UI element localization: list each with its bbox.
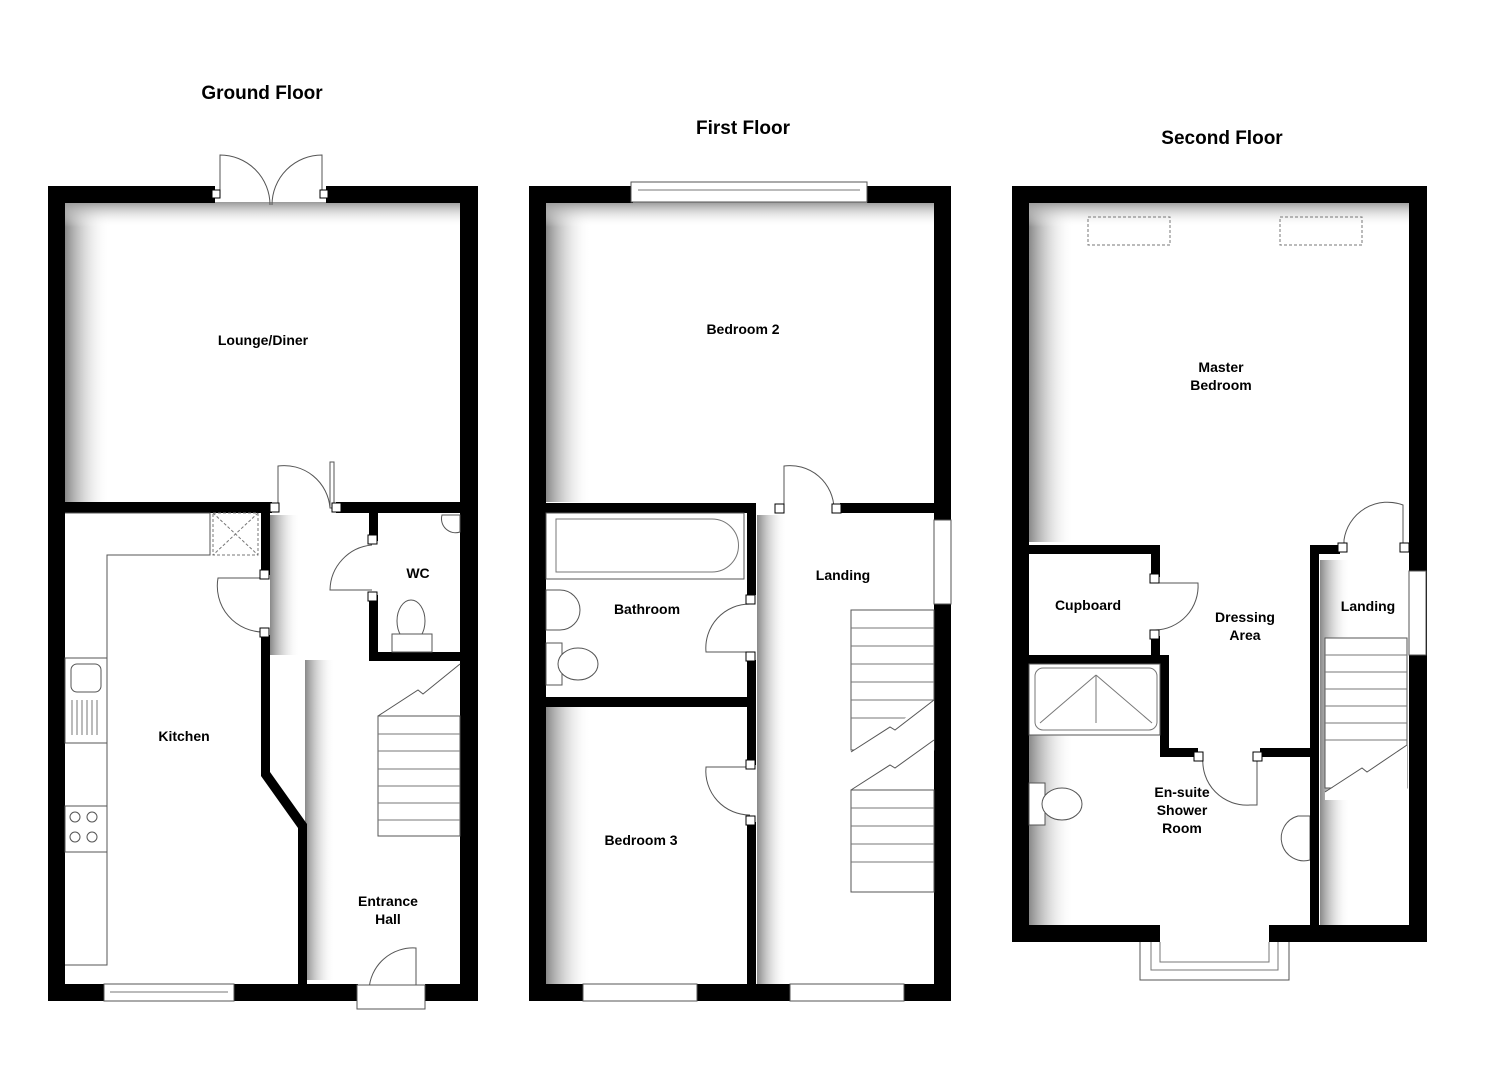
second-floor-plan (1012, 186, 1427, 981)
room-label-line: Bedroom (1190, 377, 1252, 393)
room-label-bedroom-2: Bedroom 2 (706, 321, 780, 337)
room-label-wc: WC (406, 565, 430, 581)
room-label-cupboard: Cupboard (1054, 597, 1122, 613)
floor-title-first: First Floor (696, 118, 790, 139)
room-label-dressing-area: Dressing Area (1215, 608, 1275, 644)
room-label-line: Entrance (358, 893, 418, 909)
room-label-line: Hall (375, 911, 401, 927)
floor-title-ground: Ground Floor (201, 83, 323, 104)
room-label-entrance-hall: Entrance Hall (358, 892, 418, 928)
floor-title-second: Second Floor (1161, 128, 1283, 149)
room-label-kitchen: Kitchen (158, 728, 210, 744)
room-label-ensuite-shower-room: En-suite Shower Room (1154, 783, 1209, 837)
room-label-line: Dressing (1215, 609, 1275, 625)
room-label-line: Area (1229, 627, 1261, 643)
room-label-master-bedroom: Master Bedroom (1190, 358, 1251, 394)
room-label-line: Master (1198, 359, 1244, 375)
room-label-line: Room (1162, 820, 1202, 836)
room-label-line: En-suite (1154, 784, 1210, 800)
first-floor-plan (529, 181, 952, 1002)
room-label-landing-second: Landing (1340, 598, 1396, 614)
room-label-line: Shower (1156, 802, 1208, 818)
room-label-lounge-diner: Lounge/Diner (217, 332, 309, 348)
room-label-landing-first: Landing (815, 567, 871, 583)
room-label-bathroom: Bathroom (613, 601, 681, 617)
ground-floor-plan (48, 154, 478, 1010)
room-label-bedroom-3: Bedroom 3 (604, 832, 678, 848)
